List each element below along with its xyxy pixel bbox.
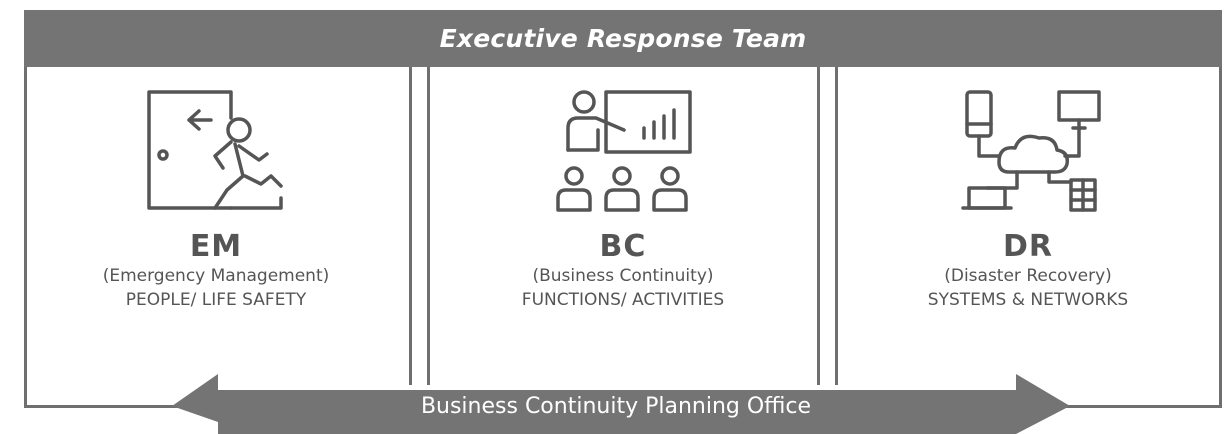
column-full-name: (Emergency Management): [102, 266, 330, 286]
column-full-name: (Business Continuity): [532, 266, 714, 286]
column-divider-2: [817, 67, 838, 385]
cloud-network-icon: [961, 90, 1101, 212]
column-em: EM (Emergency Management) PEOPLE/ LIFE S…: [26, 80, 406, 312]
double-arrow-bar: [172, 374, 1070, 434]
emergency-exit-icon: [147, 90, 283, 210]
column-focus: FUNCTIONS/ ACTIVITIES: [521, 290, 725, 310]
column-divider-1: [409, 67, 430, 385]
footer-label: Business Continuity Planning Office: [420, 394, 812, 419]
header-title: Executive Response Team: [439, 24, 807, 53]
column-focus: PEOPLE/ LIFE SAFETY: [125, 290, 307, 310]
column-abbr: EM: [189, 229, 243, 264]
header-bar: Executive Response Team: [24, 10, 1222, 67]
column-dr: DR (Disaster Recovery) SYSTEMS & NETWORK…: [838, 80, 1218, 312]
column-bc: BC (Business Continuity) FUNCTIONS/ ACTI…: [433, 80, 813, 312]
column-full-name: (Disaster Recovery): [944, 266, 1112, 286]
column-abbr: BC: [599, 229, 647, 264]
presentation-team-icon: [556, 90, 692, 212]
column-focus: SYSTEMS & NETWORKS: [927, 290, 1129, 310]
column-abbr: DR: [1002, 229, 1053, 264]
